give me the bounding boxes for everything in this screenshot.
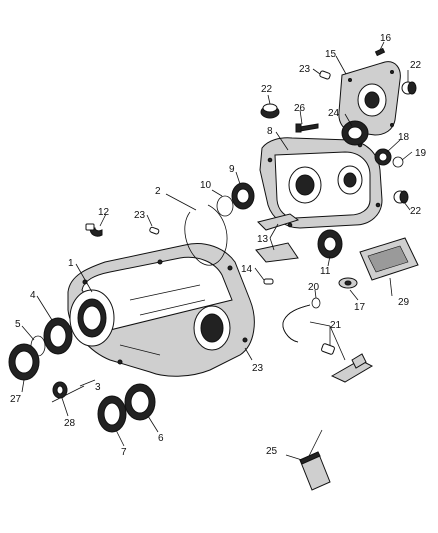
lever-21 [330, 353, 374, 383]
callout-15: 15 [325, 49, 337, 60]
callout-20: 20 [308, 282, 320, 293]
callout-26: 26 [294, 103, 306, 114]
bolt-16 [374, 47, 386, 57]
plug-22-c [393, 190, 409, 204]
front-case-half [67, 243, 255, 377]
shift-plate-13-upper [257, 213, 300, 231]
callout-25: 25 [266, 446, 278, 457]
control-module-29 [359, 237, 419, 281]
callout-16: 16 [380, 33, 392, 44]
snap-ring-2 [184, 204, 228, 266]
callout-23-a: 23 [299, 64, 311, 75]
callout-2: 2 [155, 186, 161, 197]
callout-3: 3 [95, 382, 101, 393]
seal-24 [341, 120, 369, 146]
callout-22-a: 22 [261, 84, 273, 95]
callout-19: 19 [415, 148, 427, 159]
callout-23-c: 23 [252, 363, 264, 374]
callout-28: 28 [64, 418, 76, 429]
washer-17 [338, 277, 358, 289]
vent-fitting-12 [85, 223, 103, 237]
shift-plate-13-lower [255, 242, 299, 263]
callout-23-b: 23 [134, 210, 146, 221]
callout-7: 7 [121, 447, 127, 458]
callout-22-b: 22 [410, 60, 422, 71]
callout-29: 29 [398, 297, 410, 308]
bearing-9 [231, 182, 255, 210]
oil-pump-cover [338, 61, 401, 136]
snap-ring-19 [392, 156, 404, 168]
gear-28 [52, 381, 68, 399]
leader-lines [21, 41, 413, 461]
callout-5: 5 [15, 319, 21, 330]
bearing-18 [374, 148, 392, 166]
plug-21 [321, 343, 335, 355]
dowel-23-b [149, 226, 160, 235]
bearing-11 [317, 229, 343, 259]
callout-17: 17 [354, 302, 366, 313]
rear-case-half [259, 137, 383, 229]
vent-tube-21 [282, 304, 311, 343]
bearing-6 [124, 383, 156, 421]
callout-4: 4 [30, 290, 36, 301]
sealant-tube-25 [299, 429, 331, 491]
callout-18: 18 [398, 132, 410, 143]
seal-4 [43, 317, 73, 355]
callout-8: 8 [267, 126, 273, 137]
plug-22-b [401, 81, 417, 95]
callout-13: 13 [257, 234, 269, 245]
bearing-7 [97, 395, 127, 433]
callout-27: 27 [10, 394, 22, 405]
snap-ring-10 [216, 195, 234, 217]
callout-14: 14 [241, 264, 253, 275]
callout-10: 10 [200, 180, 212, 191]
callout-11: 11 [320, 266, 331, 277]
callout-24: 24 [328, 108, 340, 119]
callout-labels: 1 2 3 4 5 6 7 8 9 10 11 12 13 14 15 16 1… [10, 33, 427, 458]
callout-1: 1 [68, 258, 74, 269]
o-ring-20 [311, 297, 321, 309]
bolt-26 [295, 123, 319, 133]
callout-12: 12 [98, 207, 110, 218]
dowel-14 [263, 278, 274, 285]
oil-seal-27 [8, 343, 40, 381]
callout-21: 21 [330, 320, 342, 331]
plug-22-a [260, 103, 280, 119]
callout-22-c: 22 [410, 206, 422, 217]
callout-6: 6 [158, 433, 164, 444]
shaft-3 [51, 385, 85, 403]
dowel-23-a [319, 70, 331, 80]
callout-9: 9 [229, 164, 235, 175]
